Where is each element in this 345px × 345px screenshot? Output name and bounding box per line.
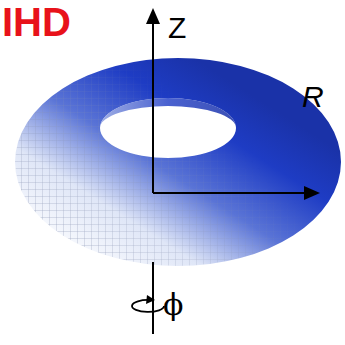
axis-label: R [302,80,324,114]
title-fragment: IHD [2,0,71,45]
axis-label: Z [168,11,186,45]
angle-label: ϕ [163,287,183,322]
